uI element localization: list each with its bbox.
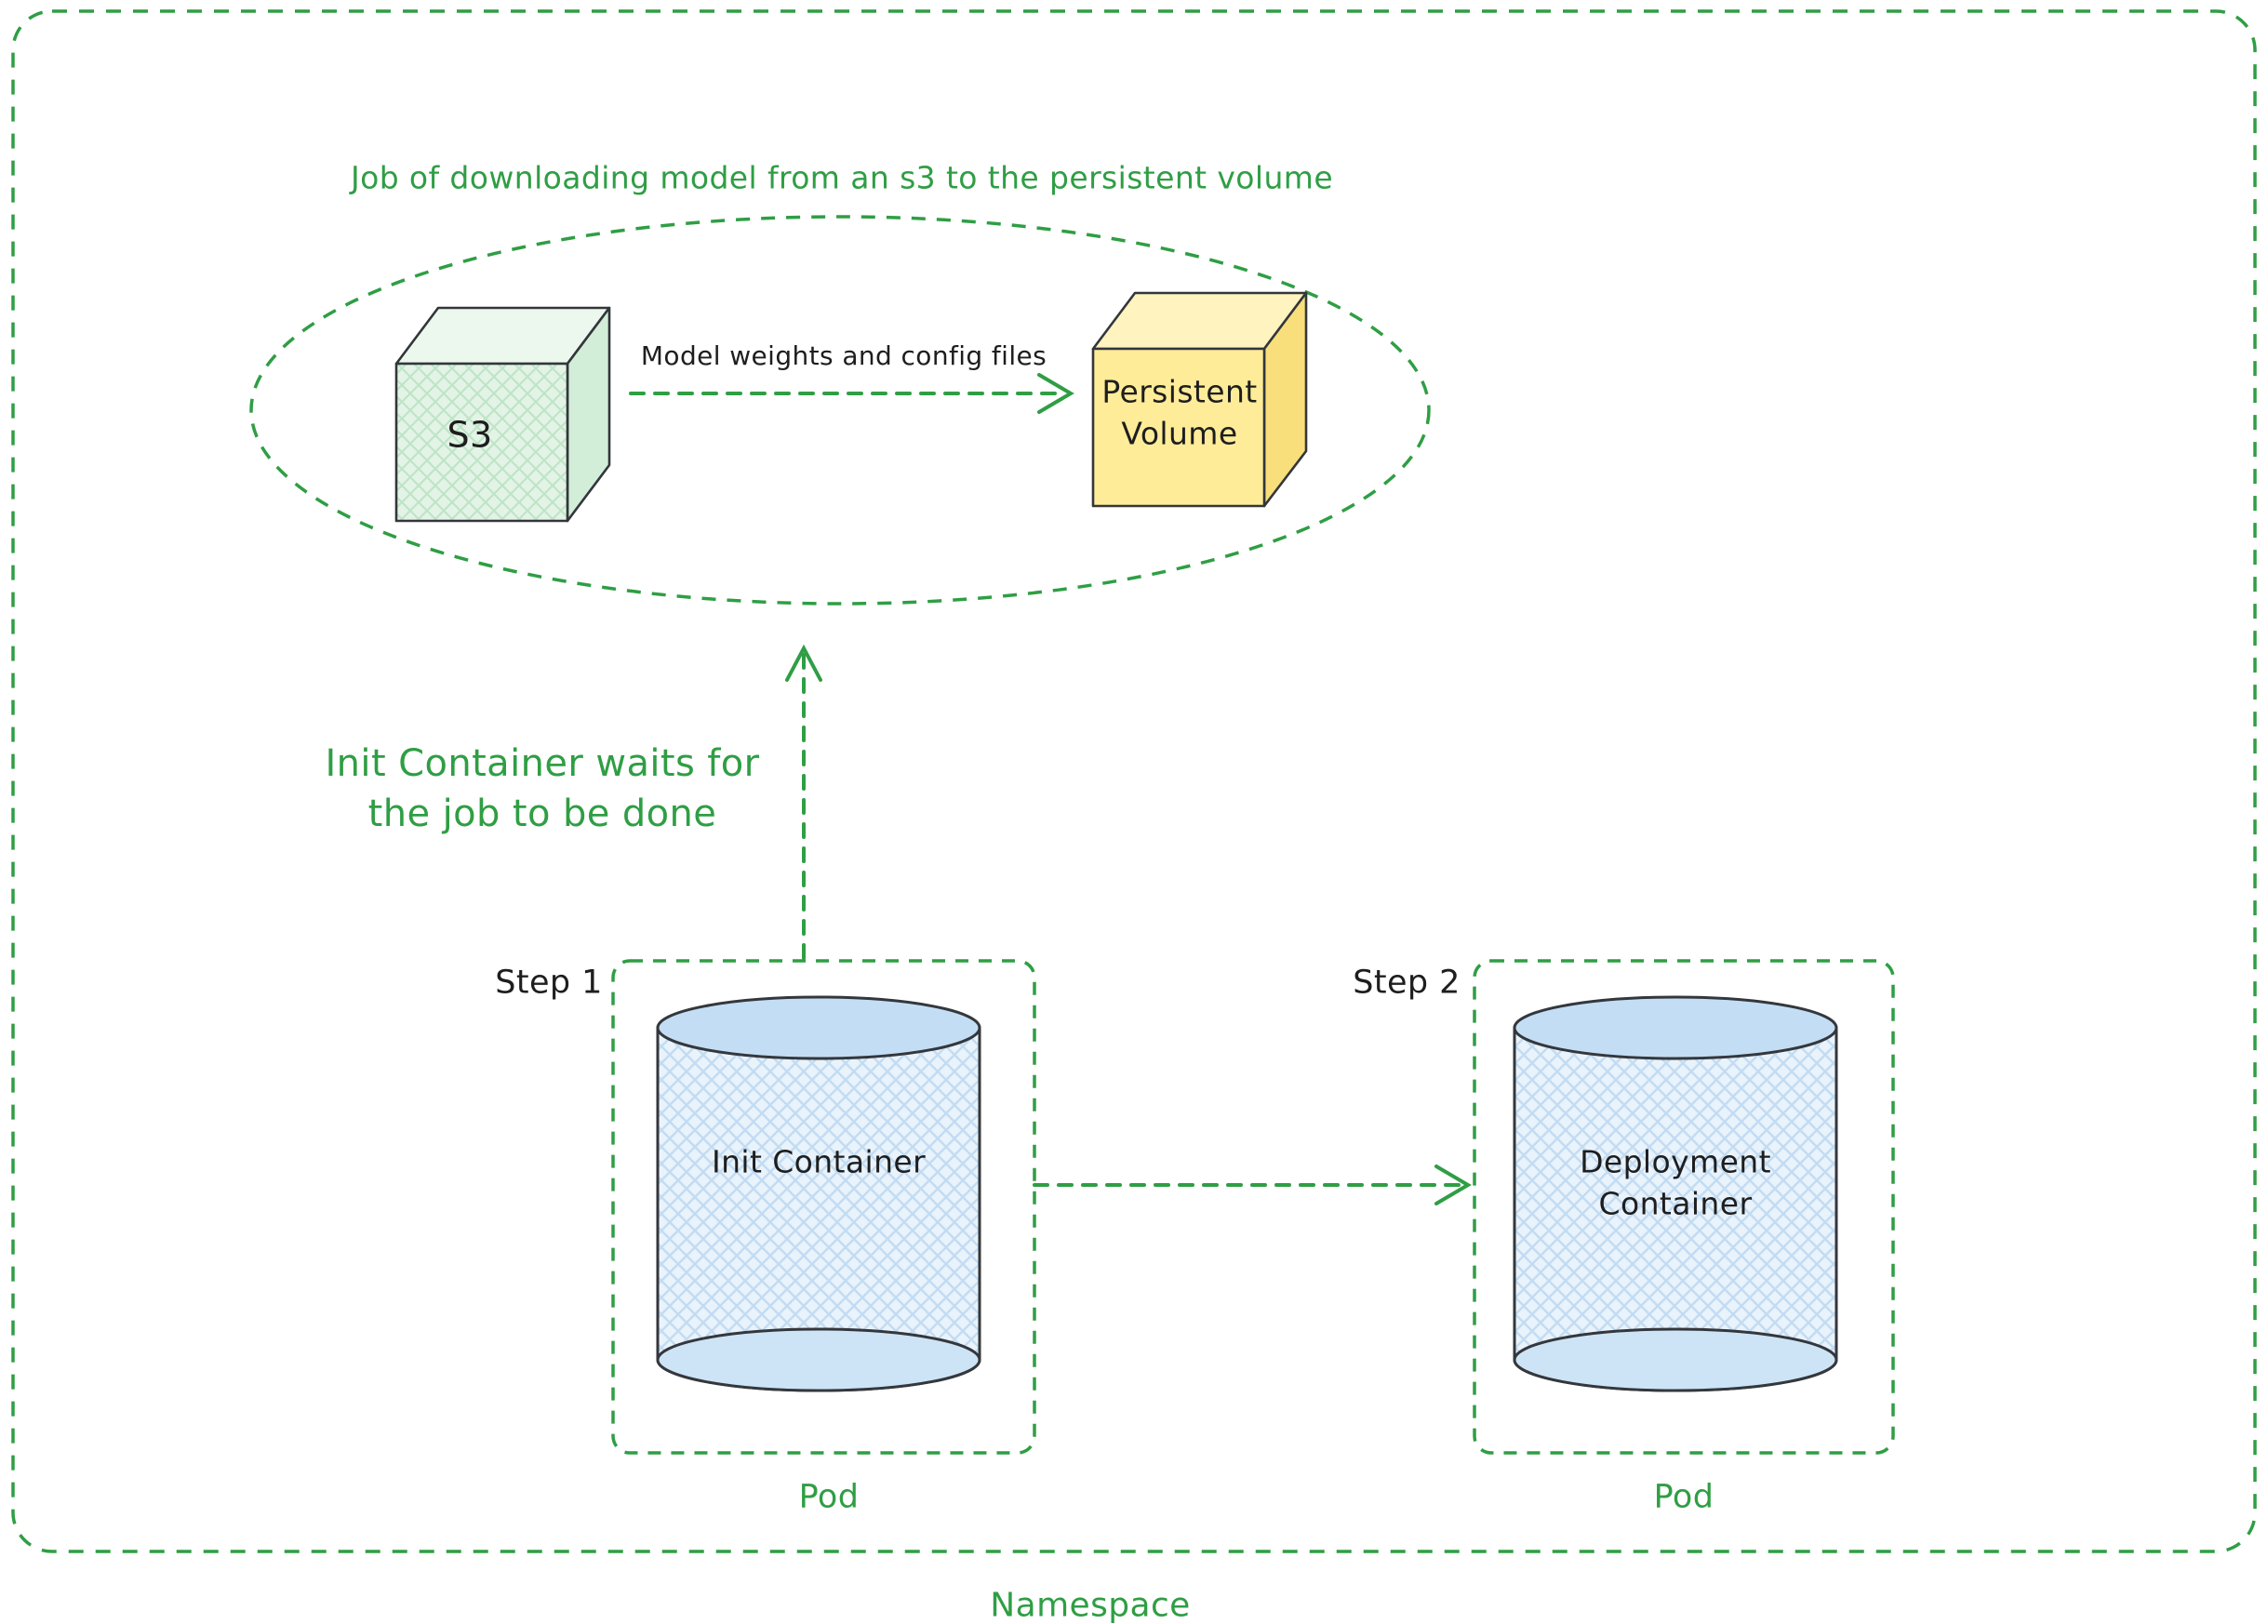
step2-pod-label: Pod (1653, 1478, 1714, 1516)
step1-pod-box (611, 959, 1036, 1455)
wait-note-line2: the job to be done (367, 792, 717, 835)
step2-pod-box (1473, 959, 1895, 1455)
namespace-label: Namespace (990, 1586, 1191, 1624)
s3-to-pv-arrow (629, 373, 1074, 414)
wait-note: Init Container waits for the job to be d… (325, 739, 759, 839)
persistent-volume-label-line1: Persistent (1101, 373, 1258, 410)
deployment-container-label-line2: Container (1598, 1185, 1753, 1221)
namespace-border (11, 9, 2257, 1553)
wait-note-line1: Init Container waits for (325, 742, 760, 785)
init-container-label: Init Container (711, 1143, 927, 1180)
persistent-volume-label: Persistent Volume (1101, 371, 1257, 454)
deployment-container-label-line1: Deployment (1580, 1143, 1771, 1180)
persistent-volume-cube (1091, 291, 1308, 508)
step1-to-step2-arrow (1033, 1165, 1472, 1205)
step2-label: Step 2 (1353, 964, 1461, 1002)
persistent-volume-label-line2: Volume (1121, 415, 1238, 451)
step1-label: Step 1 (495, 964, 603, 1002)
deployment-container-cylinder (1513, 995, 1838, 1392)
deployment-container-label: Deployment Container (1580, 1141, 1771, 1224)
init-wait-arrow (785, 644, 822, 960)
init-container-cylinder (656, 995, 981, 1392)
arrow-label: Model weights and config files (640, 340, 1047, 372)
job-group-ellipse (249, 215, 1431, 606)
step1-pod-label: Pod (798, 1478, 860, 1516)
s3-label: S3 (447, 414, 493, 456)
s3-cube (394, 306, 611, 523)
job-title: Job of downloading model from an s3 to t… (350, 159, 1334, 196)
